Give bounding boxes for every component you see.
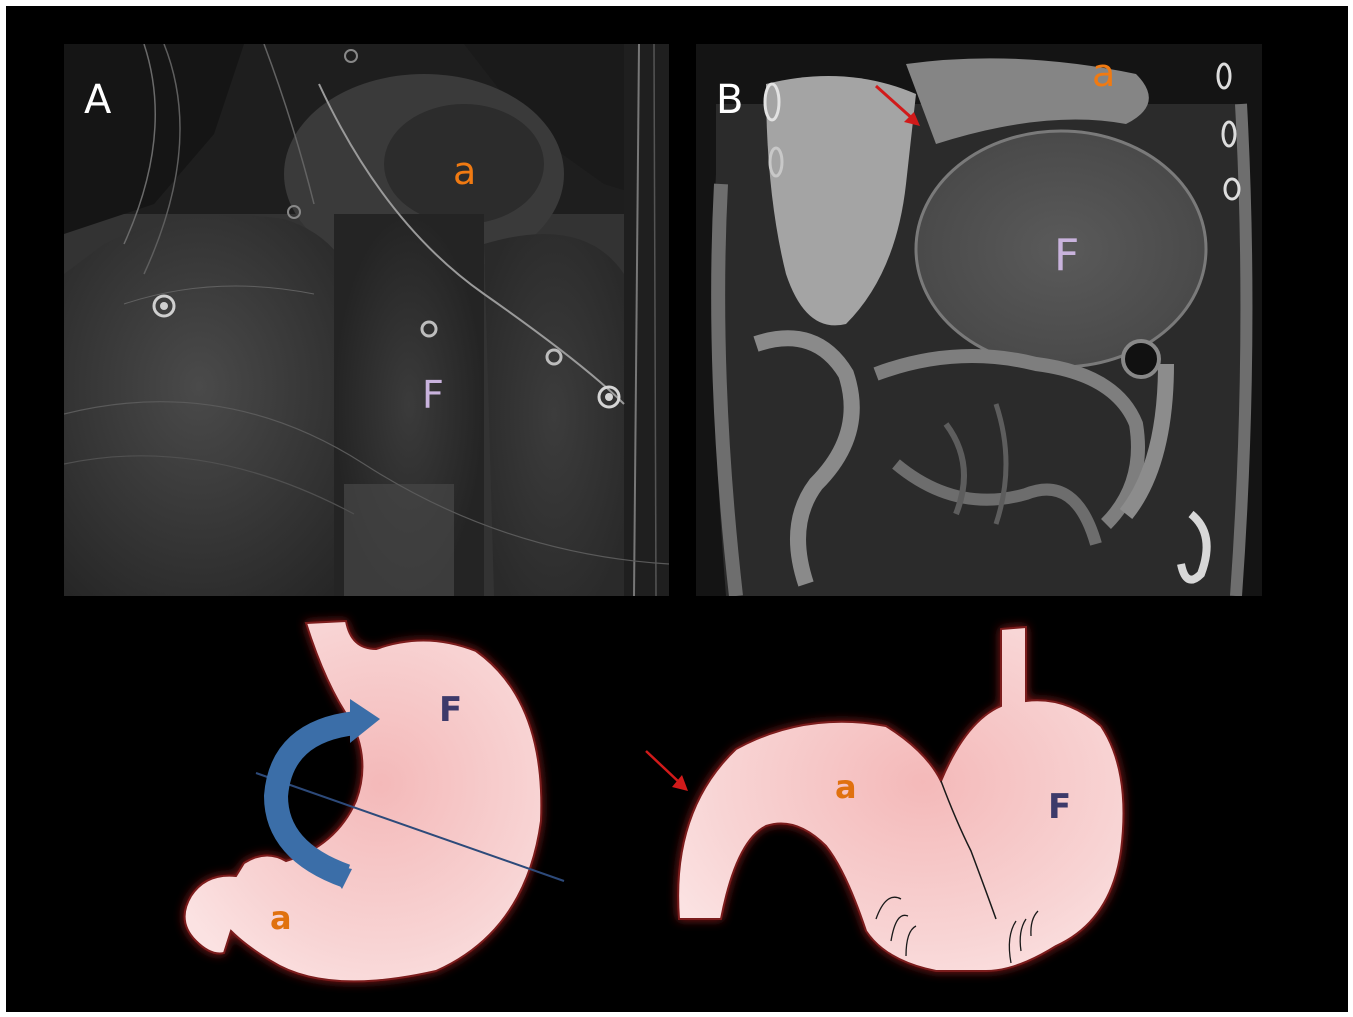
panel-a-fundus-label: F: [422, 376, 444, 414]
panel-a-radiograph: A a F: [64, 44, 669, 596]
radiograph-image: [64, 44, 669, 596]
diagram-left-antrum-label: a: [270, 902, 292, 934]
panel-a-antrum-label: a: [453, 152, 476, 190]
normal-stomach-diagram: [185, 621, 564, 981]
ct-image: [696, 44, 1262, 596]
figure-frame: A a F: [6, 6, 1348, 1012]
diagram-left-fundus-label: F: [439, 693, 462, 727]
panel-b-fundus-label: F: [1054, 234, 1079, 278]
stomach-diagrams: [6, 601, 1348, 1012]
panel-b-letter: B: [716, 80, 743, 120]
panel-b-ct-scan: B a F: [696, 44, 1262, 596]
panel-b-antrum-label: a: [1092, 54, 1115, 92]
panel-a-letter: A: [84, 80, 111, 120]
diagram-pointer-arrow: [646, 751, 688, 791]
diagram-right-fundus-label: F: [1048, 790, 1071, 824]
diagram-right-antrum-label: a: [835, 771, 857, 803]
